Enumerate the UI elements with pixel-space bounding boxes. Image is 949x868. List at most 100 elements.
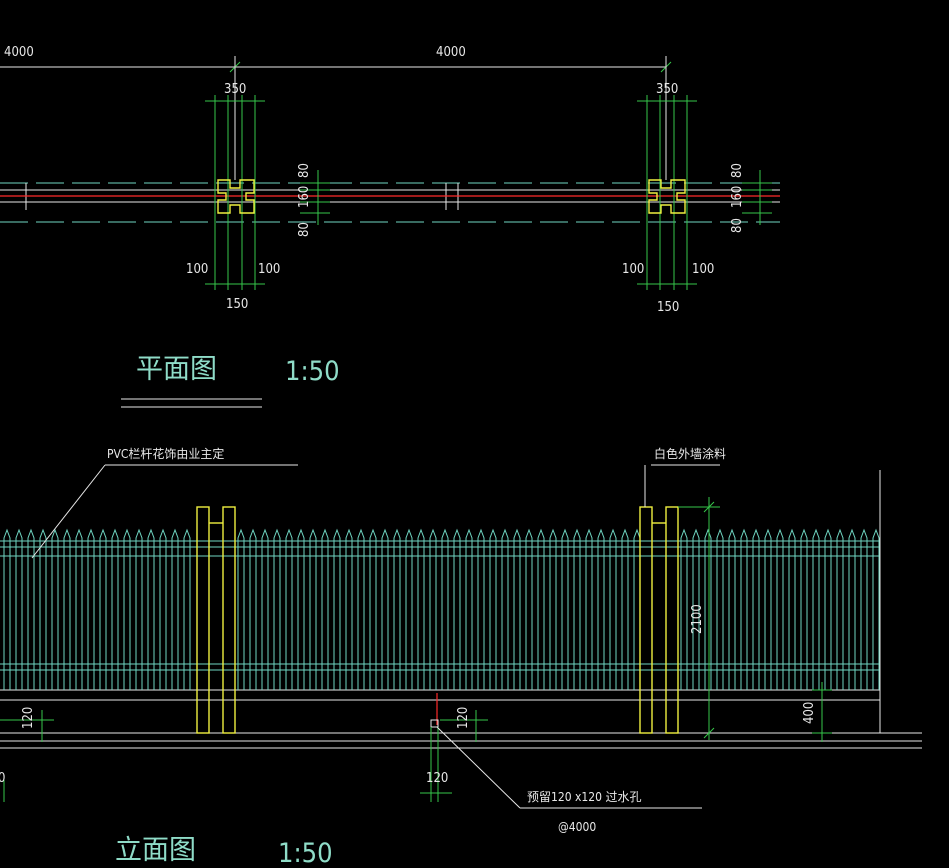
- plan-scale: 1:50: [285, 356, 340, 387]
- picket: [285, 528, 293, 690]
- picket: [872, 528, 880, 690]
- pier-plan-left: 350 100 100 150 80 160 80: [186, 56, 330, 312]
- picket: [333, 528, 341, 690]
- picket: [51, 528, 59, 690]
- picket: [147, 528, 155, 690]
- dim-left-base: 120: [21, 707, 36, 729]
- picket: [27, 528, 35, 690]
- picket: [237, 528, 245, 690]
- elevation-view: PVC栏杆花饰由业主定 白色外墙涂料 2100 400 120 0: [0, 446, 922, 868]
- dim-span-right: 4000: [436, 45, 466, 60]
- picket: [405, 528, 413, 690]
- picket: [776, 528, 784, 690]
- picket: [812, 528, 820, 690]
- picket: [752, 528, 760, 690]
- picket: [273, 528, 281, 690]
- picket: [183, 528, 191, 690]
- picket: [836, 528, 844, 690]
- picket: [3, 528, 11, 690]
- dim-edge: 0: [0, 771, 5, 786]
- picket: [15, 528, 23, 690]
- note-hole: 预留120 x120 过水孔: [527, 790, 641, 804]
- note-spacing: @4000: [558, 820, 596, 834]
- picket: [99, 528, 107, 690]
- picket: [860, 528, 868, 690]
- drain-hole: 120 120 预留120 x120 过水孔 @4000: [420, 693, 702, 834]
- dim-left-top: 80: [297, 163, 312, 178]
- picket: [525, 528, 533, 690]
- picket: [501, 528, 509, 690]
- picket: [87, 528, 95, 690]
- pier-plan-right: 350 100 100 150 80 160 80: [622, 56, 772, 315]
- picket: [297, 528, 305, 690]
- picket: [800, 528, 808, 690]
- dim-left-core: 150: [226, 297, 248, 312]
- picket: [135, 528, 143, 690]
- picket: [489, 528, 497, 690]
- picket: [621, 528, 629, 690]
- dim-right-mid: 160: [730, 186, 745, 208]
- picket: [357, 528, 365, 690]
- pier-elevation-right: [639, 506, 679, 734]
- picket: [453, 528, 461, 690]
- dim-right-side-a: 100: [622, 262, 644, 277]
- picket: [249, 528, 257, 690]
- picket: [171, 528, 179, 690]
- dim-right-side-b: 100: [692, 262, 714, 277]
- note-paint: 白色外墙涂料: [654, 446, 726, 461]
- picket: [585, 528, 593, 690]
- elevation-scale: 1:50: [278, 838, 333, 868]
- picket: [692, 528, 700, 690]
- picket: [345, 528, 353, 690]
- picket: [513, 528, 521, 690]
- picket: [393, 528, 401, 690]
- picket: [716, 528, 724, 690]
- picket: [609, 528, 617, 690]
- picket: [788, 528, 796, 690]
- picket: [159, 528, 167, 690]
- picket: [123, 528, 131, 690]
- picket: [321, 528, 329, 690]
- picket: [39, 528, 47, 690]
- elevation-title: 立面图: [115, 835, 196, 866]
- dim-right-top: 80: [730, 163, 745, 178]
- picket: [633, 528, 641, 690]
- picket: [63, 528, 71, 690]
- dim-left-bottom: 80: [297, 222, 312, 237]
- picket: [75, 528, 83, 690]
- dim-left-side-b: 100: [258, 262, 280, 277]
- picket: [824, 528, 832, 690]
- picket: [764, 528, 772, 690]
- picket: [429, 528, 437, 690]
- picket: [704, 528, 712, 690]
- picket: [261, 528, 269, 690]
- dim-height: 2100: [690, 604, 705, 634]
- picket: [537, 528, 545, 690]
- picket: [573, 528, 581, 690]
- pier-elevation-left: [196, 506, 236, 734]
- dim-pier-right-width: 350: [656, 82, 678, 97]
- fence-pickets: [3, 528, 880, 690]
- dim-left-side-a: 100: [186, 262, 208, 277]
- picket: [848, 528, 856, 690]
- picket: [309, 528, 317, 690]
- picket: [597, 528, 605, 690]
- dim-left-mid: 160: [297, 186, 312, 208]
- fence-rails: [0, 540, 880, 671]
- dim-span-left: 4000: [4, 45, 34, 60]
- dim-right-bottom: 80: [730, 218, 745, 233]
- picket: [728, 528, 736, 690]
- dim-hole-w: 120: [426, 771, 448, 786]
- picket: [549, 528, 557, 690]
- note-pvc: PVC栏杆花饰由业主定: [107, 446, 224, 461]
- picket: [111, 528, 119, 690]
- picket: [680, 528, 688, 690]
- picket: [441, 528, 449, 690]
- picket: [477, 528, 485, 690]
- picket: [417, 528, 425, 690]
- plan-view: 4000 4000 350 100 100 150: [0, 45, 780, 408]
- dim-pier-left-width: 350: [224, 82, 246, 97]
- dim-right-core: 150: [657, 300, 679, 315]
- picket: [740, 528, 748, 690]
